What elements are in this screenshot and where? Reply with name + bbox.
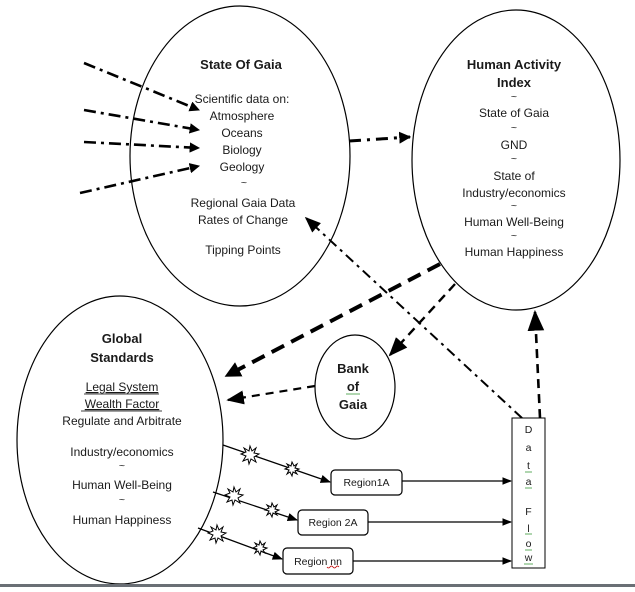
regionnn-label: Region nn <box>294 556 342 568</box>
arrow-to-oceans <box>83 108 201 134</box>
hai-line: ~ <box>511 230 517 242</box>
arrow-bank-to-global-standards <box>226 384 316 405</box>
gaia-line: Scientific data on: <box>195 92 290 106</box>
spellcheck-underline <box>326 565 340 569</box>
hai-line: State of <box>493 169 535 183</box>
sun-icon <box>264 502 280 518</box>
incoming-data-arrows <box>79 61 201 195</box>
data-flow-letter: w <box>524 552 533 564</box>
data-flow-letter: l <box>527 523 529 535</box>
hai-line: ~ <box>511 91 517 103</box>
connector-region1a <box>222 444 331 483</box>
human-activity-index-node[interactable] <box>411 9 621 311</box>
global-line: ~ <box>119 494 125 506</box>
gaia-line: Biology <box>222 143 261 157</box>
data-flow-letter: o <box>526 538 532 550</box>
gaia-line: Atmosphere <box>210 109 275 123</box>
global-line: Human Happiness <box>73 513 172 527</box>
global-line: Human Well-Being <box>72 478 172 492</box>
arrow-to-biology <box>83 140 201 153</box>
global-standards-title: Global <box>102 331 142 346</box>
data-flow-letter: D <box>525 424 533 436</box>
arrow-hai-to-bank <box>388 283 456 357</box>
connector-region2a <box>212 491 298 521</box>
sun-icon <box>207 524 227 544</box>
bank-title: Bank <box>337 361 370 376</box>
sun-icon <box>224 486 244 506</box>
data-flow-box[interactable] <box>511 417 546 569</box>
region-to-dataflow-arrows <box>353 477 512 565</box>
hai-line: State of Gaia <box>479 106 549 120</box>
state-of-gaia-node[interactable] <box>129 5 351 307</box>
sun-icon <box>252 540 268 556</box>
hai-line: ~ <box>511 200 517 212</box>
legal-system-link[interactable]: Legal System <box>86 380 159 394</box>
data-flow-letter: t <box>527 460 530 472</box>
global-line: Industry/economics <box>70 445 173 459</box>
global-line: Regulate and Arbitrate <box>62 414 182 428</box>
global-line: ~ <box>119 460 125 472</box>
arrow-gaia-to-hai <box>348 131 412 144</box>
gaia-line: Tipping Points <box>205 243 281 257</box>
sun-icon <box>284 461 300 477</box>
hai-line: Human Well-Being <box>464 215 564 229</box>
gaia-line: Oceans <box>221 126 262 140</box>
state-of-gaia-title: State Of Gaia <box>200 57 282 72</box>
gaia-line: Regional Gaia Data <box>191 196 296 210</box>
data-flow-letter: a <box>526 476 532 488</box>
arrow-dataflow-to-gaia <box>304 216 523 419</box>
data-flow-letter: F <box>525 506 531 518</box>
arrow-to-atmosphere <box>83 61 200 112</box>
data-flow-label: D a t a F l o w <box>524 424 533 564</box>
hai-line: ~ <box>511 122 517 134</box>
arrow-dataflow-to-hai <box>527 309 545 419</box>
bank-title: of <box>347 379 360 394</box>
data-flow-letter: a <box>526 442 532 454</box>
gaia-line: ~ <box>241 177 247 189</box>
gaia-line: Rates of Change <box>198 213 288 227</box>
hai-line: GND <box>501 138 528 152</box>
region1a-label: Region1A <box>343 477 389 489</box>
hai-line: ~ <box>511 153 517 165</box>
bank-title: Gaia <box>339 397 368 412</box>
sun-icon <box>240 445 260 465</box>
hai-line: Human Happiness <box>465 245 564 259</box>
region-connectors <box>197 444 331 560</box>
region2a-label: Region 2A <box>308 517 357 529</box>
hai-title: Human Activity <box>467 57 562 72</box>
hai-line: Industry/economics <box>462 186 565 200</box>
global-standards-title: Standards <box>90 350 154 365</box>
region1a-box[interactable] <box>330 469 403 496</box>
wealth-factor-link[interactable]: Wealth Factor <box>85 397 159 411</box>
gaia-line: Geology <box>220 160 265 174</box>
hai-title: Index <box>497 75 532 90</box>
arrow-to-geology <box>79 162 201 195</box>
bottom-border <box>0 584 635 587</box>
grammar-underlines <box>524 471 533 565</box>
arrow-hai-to-global-standards <box>224 262 441 378</box>
